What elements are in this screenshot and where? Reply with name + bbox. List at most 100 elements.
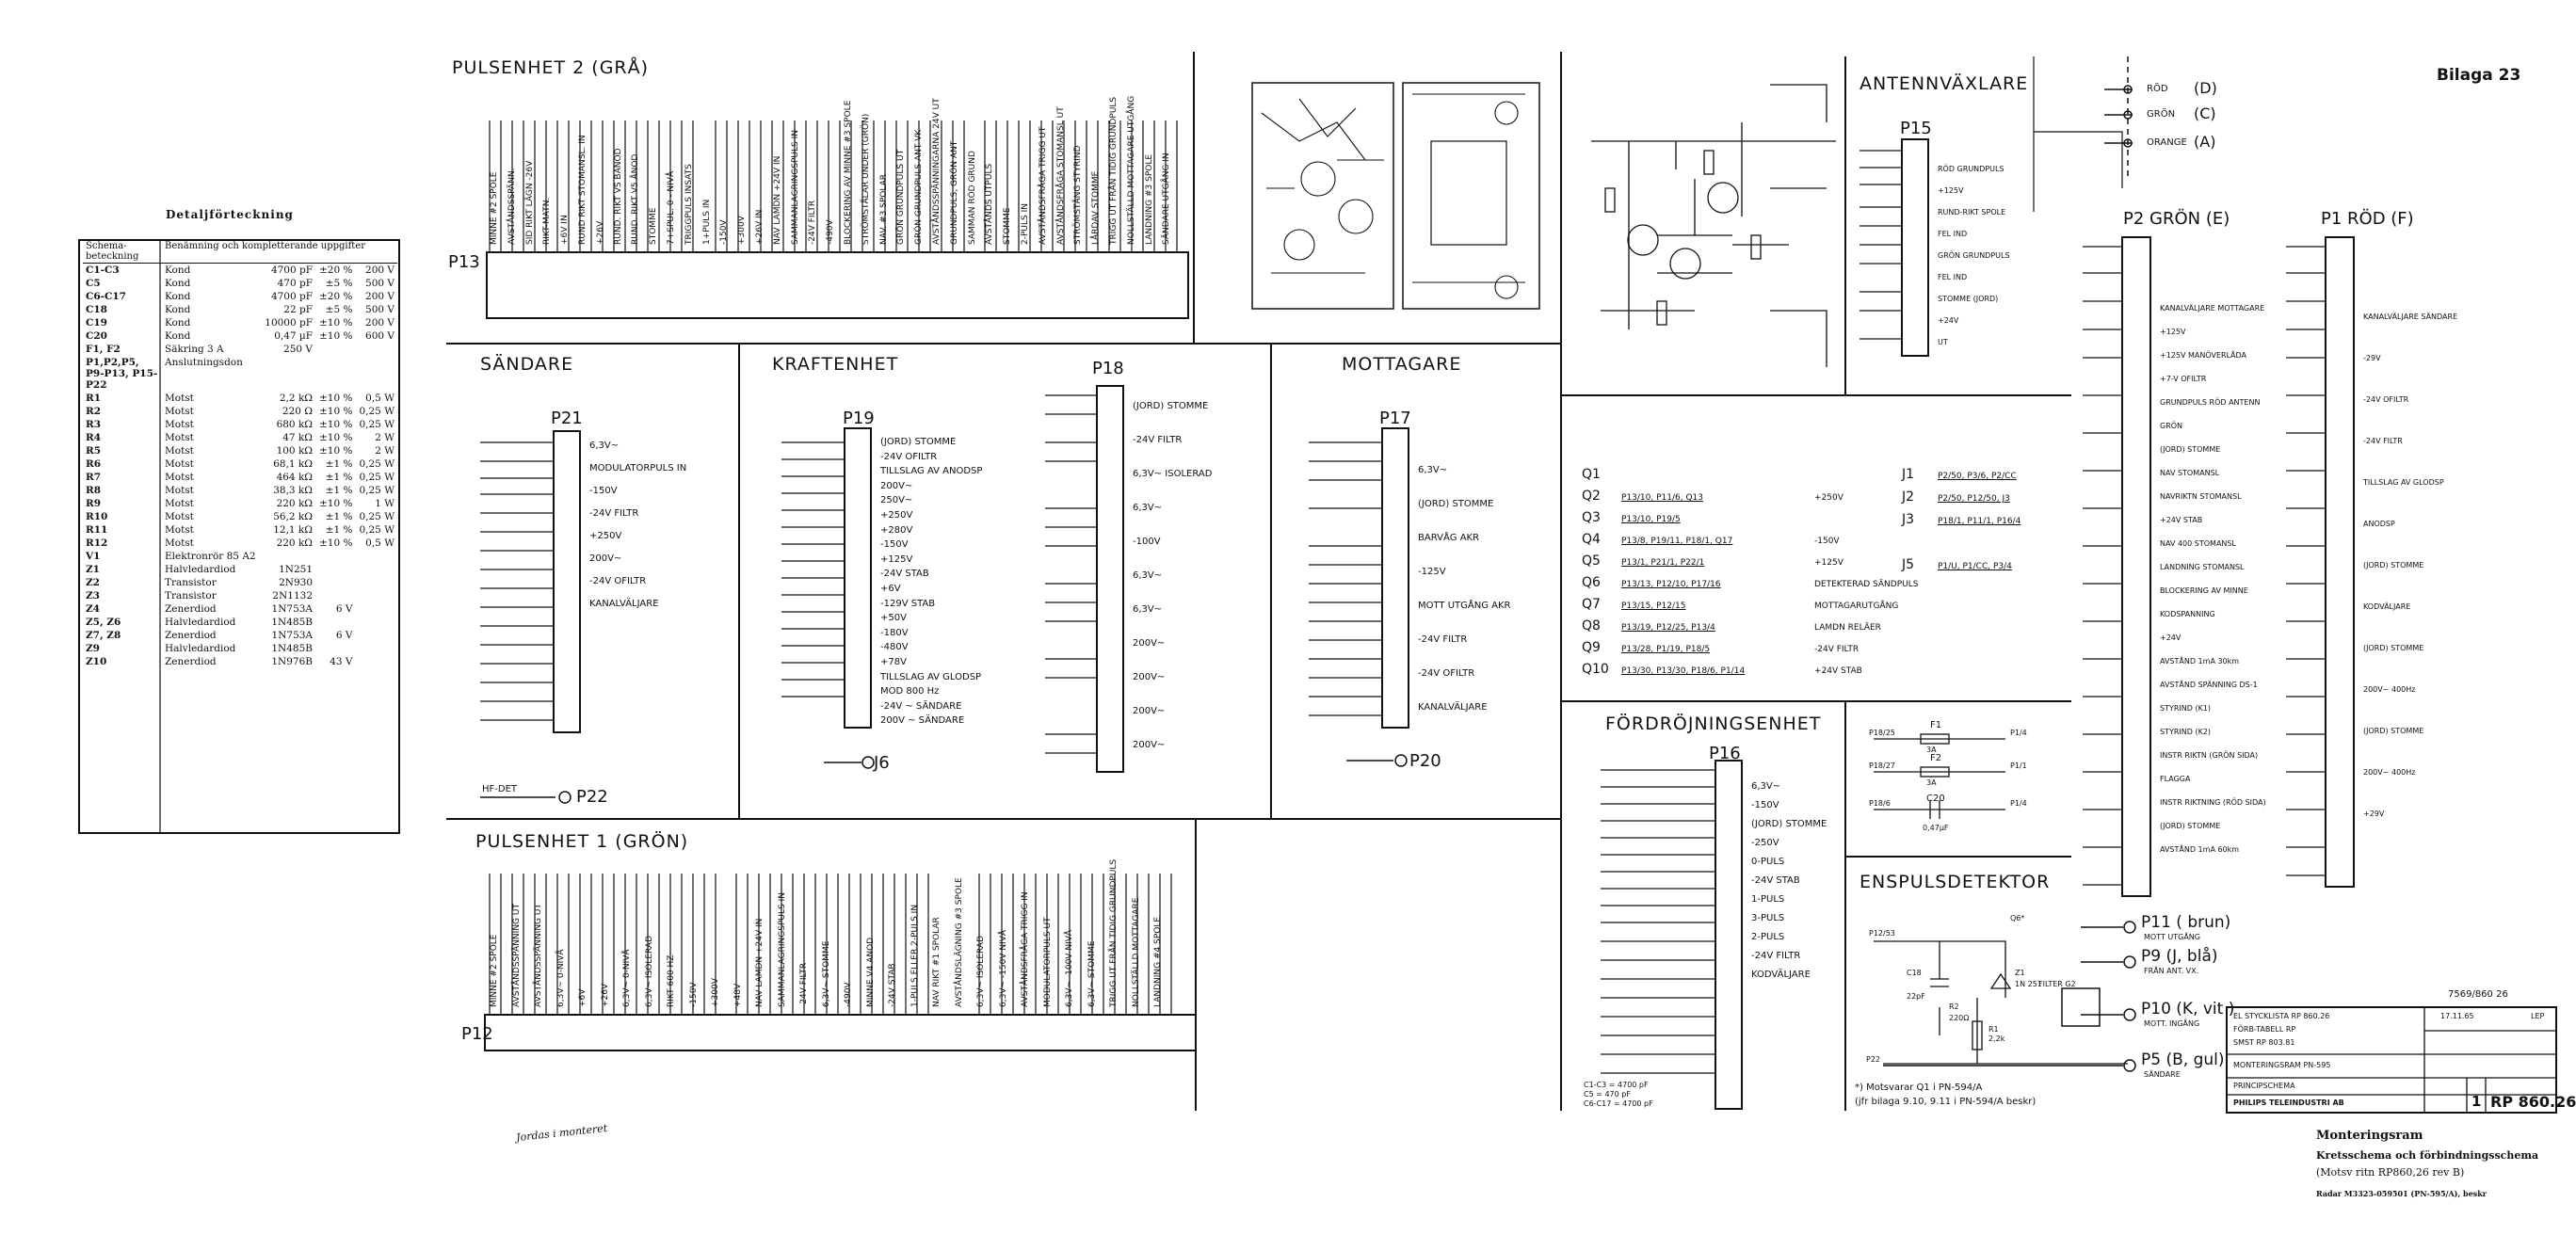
q-ref: P13/30, P13/30, P18/6, P1/14 [1621, 666, 1746, 676]
pin-label: 6,3V~ ISOLERAD [1133, 469, 1213, 479]
legend-gron-code: (C) [2194, 104, 2216, 122]
signal-label: GRUNDPULS, GRÖN ANT [949, 140, 959, 245]
detail-cell: 56,2 kΩ [273, 511, 314, 522]
detail-cell: 500 V [365, 278, 394, 289]
signal-label: NAV LAMDN +24V IN [755, 918, 765, 1007]
signal-label: AVSTÅNDSLÄGNING #3 SPOLE [954, 877, 964, 1007]
q-id: Q3 [1582, 510, 1601, 525]
detail-cell: ±10 % [318, 317, 353, 329]
filter-label: FILTER G2 [2038, 980, 2076, 988]
bilaga-label: Bilaga 23 [2437, 66, 2521, 85]
detail-cell: Kond [165, 291, 191, 302]
detail-cell: 6 V [335, 630, 353, 641]
detail-cell: Kond [165, 304, 191, 315]
detail-cell: Anslutningsdon [165, 357, 243, 368]
detail-cell: Motst [165, 524, 194, 536]
signal-label: STRÖMSTÅLAR UNDER (GRÖN) [861, 113, 871, 245]
enspuls-p22: P22 [1866, 1055, 1881, 1064]
detail-cell: ±5 % [325, 304, 353, 315]
detail-cell [355, 629, 397, 642]
detail-cell: 0,25 W [359, 458, 394, 470]
section-antennvaxlare: ANTENNVÄXLARE [1860, 73, 2029, 94]
pin-label: KODVÄLJARE [1751, 970, 1811, 980]
detail-cell: 0,47 µF [274, 330, 314, 342]
connector-p9-desc: FRÅN ANT. VX. [2144, 967, 2199, 975]
signal-label: 6,3V~ ISOLERAD [976, 936, 986, 1007]
detail-cell: Zenerdiod [165, 656, 217, 667]
p16-cap-note-2: C5 = 470 pF [1584, 1090, 1631, 1099]
detail-cell: 250 V [283, 344, 314, 355]
detail-cell: 1N485B [271, 617, 314, 628]
detail-cell: Transistor [165, 577, 217, 588]
detail-cell: 22 pF [283, 304, 314, 315]
signal-label: GRÖN GRUNDPULS ANT VK [914, 129, 925, 245]
signal-label: 6,3V~ ISOLERAD [644, 936, 654, 1007]
detail-cell: Z3 [86, 590, 100, 601]
connector-p2-title: P2 GRÖN (E) [2123, 209, 2230, 229]
detail-col-description: Benämning och kompletterande uppgifter [162, 240, 397, 264]
fuse-ref-4: P1/4 [2010, 729, 2027, 737]
detail-cell: 500 V [365, 304, 394, 315]
signal-label: NOLLSTÄLLD MOTTAGARE [1131, 897, 1141, 1007]
detail-cell: Z1 [86, 564, 100, 575]
detail-cell: ±1 % [325, 524, 353, 536]
detail-cell: 43 V [330, 656, 353, 667]
detail-cell: ±10 % [318, 498, 353, 509]
detail-cell: 6 V [335, 603, 353, 615]
signal-label: -24V FILTR [799, 962, 809, 1007]
detail-cell: R12 [86, 537, 108, 549]
detail-cell: P1,P2,P5, P9-P13, P15-P22 [86, 357, 158, 391]
signal-label: LANDNING #3 SPOLE [1144, 153, 1154, 245]
q-id: Q5 [1582, 553, 1601, 569]
detail-cell: 200 V [365, 265, 394, 276]
detail-cell [355, 550, 397, 563]
q-ref: P13/28, P1/19, P18/5 [1621, 645, 1711, 654]
detail-cell: 1N485B [271, 643, 314, 654]
signal-label: BLOCKERING AV MINNE #3 SPOLE [844, 100, 853, 245]
pin-label: 200V~ 400Hz [2363, 768, 2416, 777]
q-id: Q10 [1582, 662, 1609, 677]
pin-label: KODSPANNING [2160, 610, 2215, 618]
caption-subtitle-2: (Motsv ritn RP860,26 rev B) [2316, 1166, 2465, 1179]
connector-p13: P13 [448, 252, 480, 272]
tb-monteringsram: MONTERINGSRAM PN-595 [2233, 1061, 2331, 1069]
pin-label: +24V [2160, 634, 2182, 642]
detail-cell: Z10 [86, 656, 107, 667]
detail-cell: Z2 [86, 577, 100, 588]
connector-p9: P9 (J, blå) [2141, 947, 2218, 966]
detail-cell: ±1 % [325, 458, 353, 470]
pin-label: +125V MANÖVERLÅDA [2160, 351, 2247, 360]
fuse-ref-5: P1/1 [2010, 762, 2027, 770]
pin-label: STOMME (JORD) [1938, 295, 1999, 303]
detail-cell: 1N753A [271, 630, 314, 641]
hf-det-label: HF-DET [482, 784, 518, 794]
detail-cell: C20 [86, 330, 107, 342]
detail-cell: Motst [165, 432, 194, 443]
detail-cell [355, 655, 397, 668]
tb-lep: LEP [2531, 1012, 2545, 1020]
pin-label: (JORD) STOMME [880, 437, 957, 447]
detail-cell [355, 576, 397, 589]
detail-cell [355, 616, 397, 629]
detail-cell [315, 563, 355, 576]
detail-cell: 2 W [375, 445, 394, 457]
pin-label: -24V OFILTR [2363, 395, 2409, 404]
detail-cell [315, 576, 355, 589]
fuse-ref-2: P18/27 [1869, 762, 1895, 770]
signal-label: 6,3V~ STOMME [1087, 940, 1097, 1007]
detail-cell [355, 563, 397, 576]
legend-orange: ORANGE [2147, 137, 2187, 148]
signal-label: STRÖMSTÅNG STYRIND [1073, 145, 1084, 245]
detail-cell: 1N753A [271, 603, 314, 615]
enspuls-c18-value: 22pF [1907, 992, 1925, 1001]
